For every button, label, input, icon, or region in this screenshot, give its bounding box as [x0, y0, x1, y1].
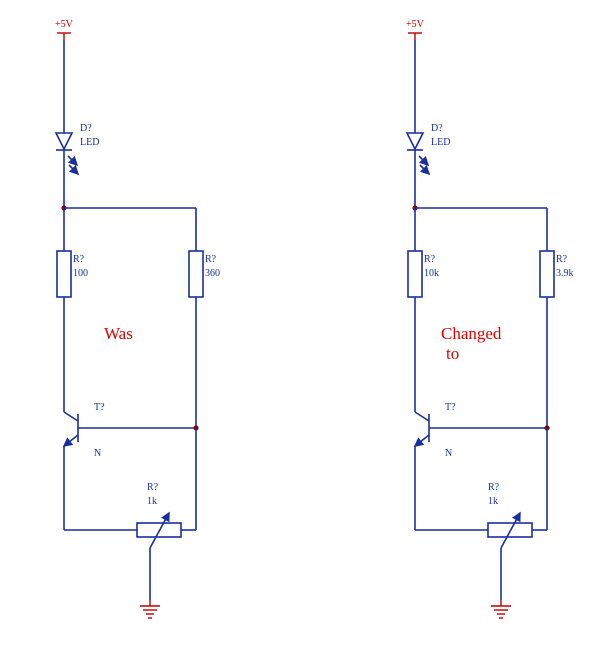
resistor-r1 — [56, 250, 72, 298]
resistor-r2 — [188, 250, 204, 298]
led-value: LED — [431, 137, 450, 148]
note-line-1: Was — [104, 324, 133, 343]
resistor-r1 — [407, 250, 423, 298]
potentiometer — [487, 511, 533, 549]
led-ref: D? — [431, 123, 443, 134]
pot-value: 1k — [488, 496, 498, 507]
r2-ref: R? — [205, 254, 217, 265]
circuit-changed: +5V D? LED R? 10k R? 3.9k Changed to — [405, 19, 574, 619]
led-value: LED — [80, 137, 99, 148]
ground-symbol — [491, 600, 511, 619]
pot-value: 1k — [147, 496, 157, 507]
supply-label: +5V — [55, 19, 74, 30]
transistor-type: N — [94, 448, 101, 459]
pot-ref: R? — [147, 482, 159, 493]
transistor-npn — [413, 411, 547, 447]
supply-label: +5V — [406, 19, 425, 30]
led-ref: D? — [80, 123, 92, 134]
note-line-1: Changed — [441, 324, 502, 343]
resistor-r2 — [539, 250, 555, 298]
transistor-ref: T? — [94, 402, 105, 413]
pot-ref: R? — [488, 482, 500, 493]
led — [405, 132, 431, 176]
transistor-npn — [62, 411, 196, 447]
note-line-2: to — [446, 344, 459, 363]
r1-value: 100 — [73, 268, 88, 279]
circuit-was: +5V D? LED R? 100 R? 360 Was — [54, 19, 220, 619]
potentiometer — [136, 511, 182, 549]
led — [54, 132, 80, 176]
r2-ref: R? — [556, 254, 568, 265]
r1-ref: R? — [73, 254, 85, 265]
ground-symbol — [140, 600, 160, 619]
transistor-type: N — [445, 448, 452, 459]
r1-ref: R? — [424, 254, 436, 265]
r2-value: 360 — [205, 268, 220, 279]
transistor-ref: T? — [445, 402, 456, 413]
r2-value: 3.9k — [556, 268, 574, 279]
r1-value: 10k — [424, 268, 439, 279]
